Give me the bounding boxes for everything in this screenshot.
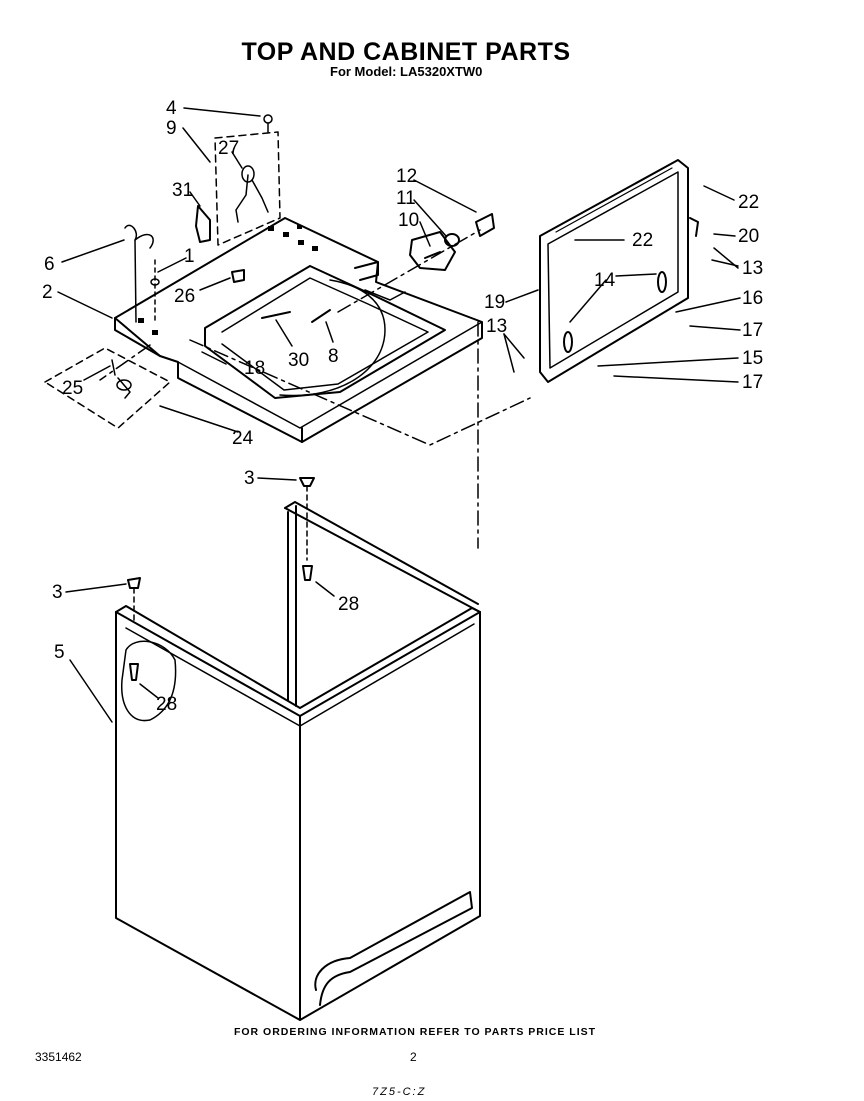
lid-latch-parts (409, 213, 495, 271)
page-number: 2 (410, 1050, 417, 1064)
callout-18: 18 (244, 358, 265, 379)
screw-parts (127, 477, 315, 681)
callout-31: 31 (172, 180, 193, 201)
callout-12: 12 (396, 166, 417, 187)
document-number: 3351462 (35, 1050, 82, 1064)
grommet-part (231, 269, 245, 283)
page-title: TOP AND CABINET PARTS (241, 38, 571, 66)
callout-28a: 28 (338, 594, 359, 615)
callout-5: 5 (54, 642, 65, 663)
model-subtitle: For Model: LA5320XTW0 (330, 64, 483, 79)
callout-26: 26 (174, 286, 195, 307)
callout-3a: 3 (244, 468, 255, 489)
callout-27: 27 (218, 138, 239, 159)
callout-8: 8 (328, 346, 339, 367)
callout-labels: 4 9 27 31 6 1 2 26 12 11 10 22 22 20 13 … (42, 98, 763, 715)
callout-28b: 28 (156, 694, 177, 715)
callout-19: 19 (484, 292, 505, 313)
callout-9: 9 (166, 118, 177, 139)
switch-assembly-group (44, 347, 171, 429)
callout-leaders (57, 107, 741, 723)
washer-cabinet (115, 501, 481, 1021)
callout-22a: 22 (738, 192, 759, 213)
hinge-bracket-group (214, 114, 281, 246)
spring-rod-part (124, 224, 160, 323)
callout-10: 10 (398, 210, 419, 231)
callout-30: 30 (288, 350, 309, 371)
callout-11: 11 (396, 188, 416, 209)
callout-15: 15 (742, 348, 763, 369)
clip-part (195, 205, 211, 243)
washer-lid (539, 159, 699, 383)
washer-top-panel (114, 217, 483, 443)
ordering-info-footer: FOR ORDERING INFORMATION REFER TO PARTS … (233, 1026, 597, 1038)
callout-4: 4 (166, 98, 177, 119)
callout-14: 14 (594, 270, 616, 291)
callout-6: 6 (44, 254, 55, 275)
callout-25: 25 (62, 378, 83, 399)
callout-13a: 13 (742, 258, 763, 279)
callout-17b: 17 (742, 372, 763, 393)
callout-2: 2 (42, 282, 53, 303)
callout-1: 1 (184, 246, 195, 267)
callout-20: 20 (738, 226, 759, 247)
callout-24: 24 (232, 428, 254, 449)
handwritten-note: 7Z5-C:Z (372, 1086, 427, 1098)
callout-13b: 13 (486, 316, 507, 337)
pin-parts (261, 309, 331, 323)
callout-22b: 22 (632, 230, 653, 251)
callout-16: 16 (742, 288, 763, 309)
callout-3b: 3 (52, 582, 63, 603)
callout-17a: 17 (742, 320, 763, 341)
